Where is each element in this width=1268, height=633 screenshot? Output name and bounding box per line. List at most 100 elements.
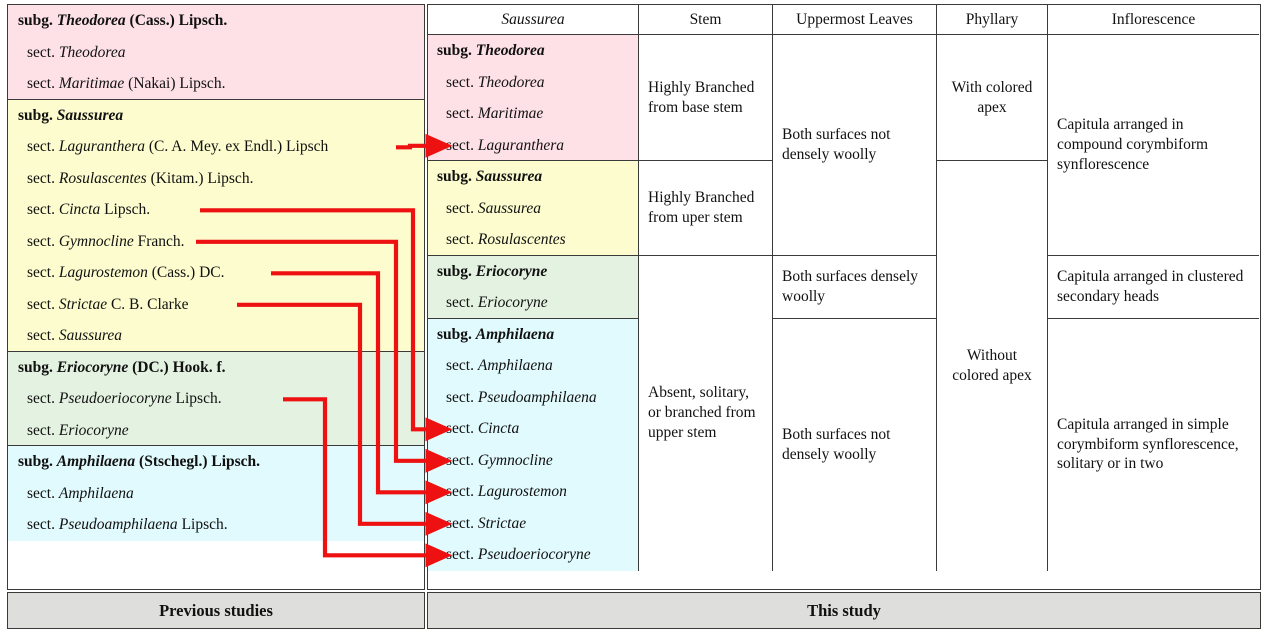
right-section-row: sect. Theodorea xyxy=(428,67,638,99)
left-subgenus-row: subg. Theodorea (Cass.) Lipsch. xyxy=(8,5,424,37)
left-section-row: sect. Saussurea xyxy=(8,320,424,352)
taxon-name: Cincta xyxy=(58,201,101,218)
column-header-label: Stem xyxy=(689,11,722,28)
taxon-rank: subg. xyxy=(437,262,472,280)
taxon-block-eriocoryne: subg. Eriocoryne (DC.) Hook. f.sect. Pse… xyxy=(8,351,424,446)
taxon-name: Eriocoryne xyxy=(475,262,548,280)
taxon-name: Eriocoryne xyxy=(58,421,129,439)
left-section-row: sect. Amphilaena xyxy=(8,478,424,510)
column-header-leaves: Uppermost Leaves xyxy=(773,5,937,35)
taxon-name: Eriocoryne xyxy=(56,358,129,376)
taxon-rank: sect. xyxy=(446,483,474,500)
stem-cell-label: Absent, solitary, or branched from upper… xyxy=(648,384,756,441)
column-header-label: Inflorescence xyxy=(1111,11,1196,28)
inflorescence-cell: Capitula arranged in simple corymbiform … xyxy=(1048,319,1259,571)
left-section-row: sect. Strictae C. B. Clarke xyxy=(8,289,424,321)
column-header-label: Uppermost Leaves xyxy=(796,11,913,28)
taxon-rank: sect. xyxy=(27,169,55,187)
taxon-authority: (Stschegl.) Lipsch. xyxy=(139,453,261,470)
taxon-rank: subg. xyxy=(18,358,53,376)
right-section-row: sect. Rosulascentes xyxy=(428,224,638,255)
taxon-rank: sect. xyxy=(27,201,55,218)
right-section-row: sect. Eriocoryne xyxy=(428,287,638,318)
taxon-rank: sect. xyxy=(27,75,55,92)
taxon-rank: sect. xyxy=(446,105,474,122)
stem-cell-label: Highly Branched from base stem xyxy=(648,78,755,116)
taxon-rank: sect. xyxy=(27,295,55,313)
uppermost-leaves-cell: Both surfaces not densely woolly xyxy=(773,35,937,256)
taxon-name: Saussurea xyxy=(56,106,124,124)
right-section-row: sect. Cincta xyxy=(428,413,638,445)
stem-cell: Absent, solitary, or branched from upper… xyxy=(639,255,773,571)
left-section-row: sect. Maritimae (Nakai) Lipsch. xyxy=(8,68,424,100)
taxon-authority: Lipsch. xyxy=(104,201,151,218)
inflorescence-cell: Capitula arranged in clustered secondary… xyxy=(1048,256,1259,319)
column-header-label: Saussurea xyxy=(501,11,565,28)
taxon-rank: sect. xyxy=(446,420,474,437)
taxon-rank: sect. xyxy=(446,199,474,217)
previous-studies-panel: subg. Theodorea (Cass.) Lipsch.sect. The… xyxy=(7,4,425,590)
uppermost-leaves-cell-label: Both surfaces not densely woolly xyxy=(782,425,891,463)
taxon-authority: Franch. xyxy=(137,232,185,250)
taxon-rank: sect. xyxy=(27,421,55,439)
taxon-name: Pseudoeriocoryne xyxy=(477,546,591,563)
taxon-authority: (Cass.) Lipsch. xyxy=(129,12,228,29)
phyllary-cell-label: Without colored apex xyxy=(952,346,1032,384)
taxon-rank: sect. xyxy=(27,138,55,155)
taxon-rank: subg. xyxy=(437,325,472,343)
taxon-rank: sect. xyxy=(446,357,474,374)
left-section-row: sect. Rosulascentes (Kitam.) Lipsch. xyxy=(8,163,424,195)
uppermost-leaves-cell: Both surfaces densely woolly xyxy=(773,255,937,319)
right-section-row: sect. Gymnocline xyxy=(428,445,638,477)
taxon-rank: sect. xyxy=(27,516,55,533)
taxon-rank: sect. xyxy=(446,388,474,406)
taxon-rank: sect. xyxy=(27,264,55,281)
taxon-rank: subg. xyxy=(18,106,53,124)
taxon-name: Theodorea xyxy=(475,42,545,59)
left-section-row: sect. Theodorea xyxy=(8,37,424,69)
taxon-rank: sect. xyxy=(27,390,55,407)
taxon-name: Gymnocline xyxy=(477,451,553,469)
taxon-name: Saussurea xyxy=(475,168,543,185)
uppermost-leaves-cell-label: Both surfaces densely woolly xyxy=(782,267,919,305)
inflorescence-cell: Capitula arranged in compound corymbifor… xyxy=(1048,35,1259,256)
right-section-row: sect. Maritimae xyxy=(428,98,638,130)
previous-studies-caption: Previous studies xyxy=(7,592,425,629)
taxon-authority: (C. A. Mey. ex Endl.) Lipsch xyxy=(148,138,329,155)
right-subgenus-row: subg. Theodorea xyxy=(428,35,638,67)
this-study-table: Saussurea Stem Uppermost Leaves Phyllary Inf… xyxy=(427,4,1261,590)
inflorescence-cell-label: Capitula arranged in compound corymbifor… xyxy=(1057,116,1209,173)
right-section-row: sect. Pseudoeriocoryne xyxy=(428,539,638,571)
this-study-caption-label: This study xyxy=(807,600,881,620)
right-section-row: sect. Amphilaena xyxy=(428,350,638,382)
column-header-inflorescence: Inflorescence xyxy=(1048,5,1259,35)
left-section-row: sect. Pseudoamphilaena Lipsch. xyxy=(8,509,424,541)
taxon-name: Eriocoryne xyxy=(477,294,548,311)
taxon-name: Theodorea xyxy=(58,43,126,61)
taxon-name: Rosulascentes xyxy=(58,169,147,187)
column-header-label: Phyllary xyxy=(965,11,1019,28)
taxon-name: Strictae xyxy=(58,295,108,313)
taxon-rank: sect. xyxy=(446,231,474,248)
taxon-authority: (Kitam.) Lipsch. xyxy=(150,169,254,187)
right-subgenus-row: subg. Amphilaena xyxy=(428,319,638,351)
taxon-rank: sect. xyxy=(27,484,55,502)
phyllary-cell: Without colored apex xyxy=(937,161,1048,571)
taxon-name: Lagurostemon xyxy=(477,483,567,500)
taxon-name: Theodorea xyxy=(477,73,545,91)
taxon-rank: sect. xyxy=(27,232,55,250)
this-study-caption: This study xyxy=(427,592,1261,629)
taxon-name: Saussurea xyxy=(58,327,123,344)
inflorescence-cell-label: Capitula arranged in simple corymbiform … xyxy=(1057,415,1239,473)
taxon-authority: (Nakai) Lipsch. xyxy=(128,75,226,92)
taxon-name: Strictae xyxy=(477,514,527,532)
taxon-block-theodorea: subg. Theodorea (Cass.) Lipsch.sect. The… xyxy=(8,5,424,100)
right-section-row: sect. Pseudoamphilaena xyxy=(428,382,638,414)
taxon-name: Pseudoeriocoryne xyxy=(58,390,172,407)
taxon-rank: sect. xyxy=(27,327,55,344)
taxon-name: Saussurea xyxy=(477,199,542,217)
